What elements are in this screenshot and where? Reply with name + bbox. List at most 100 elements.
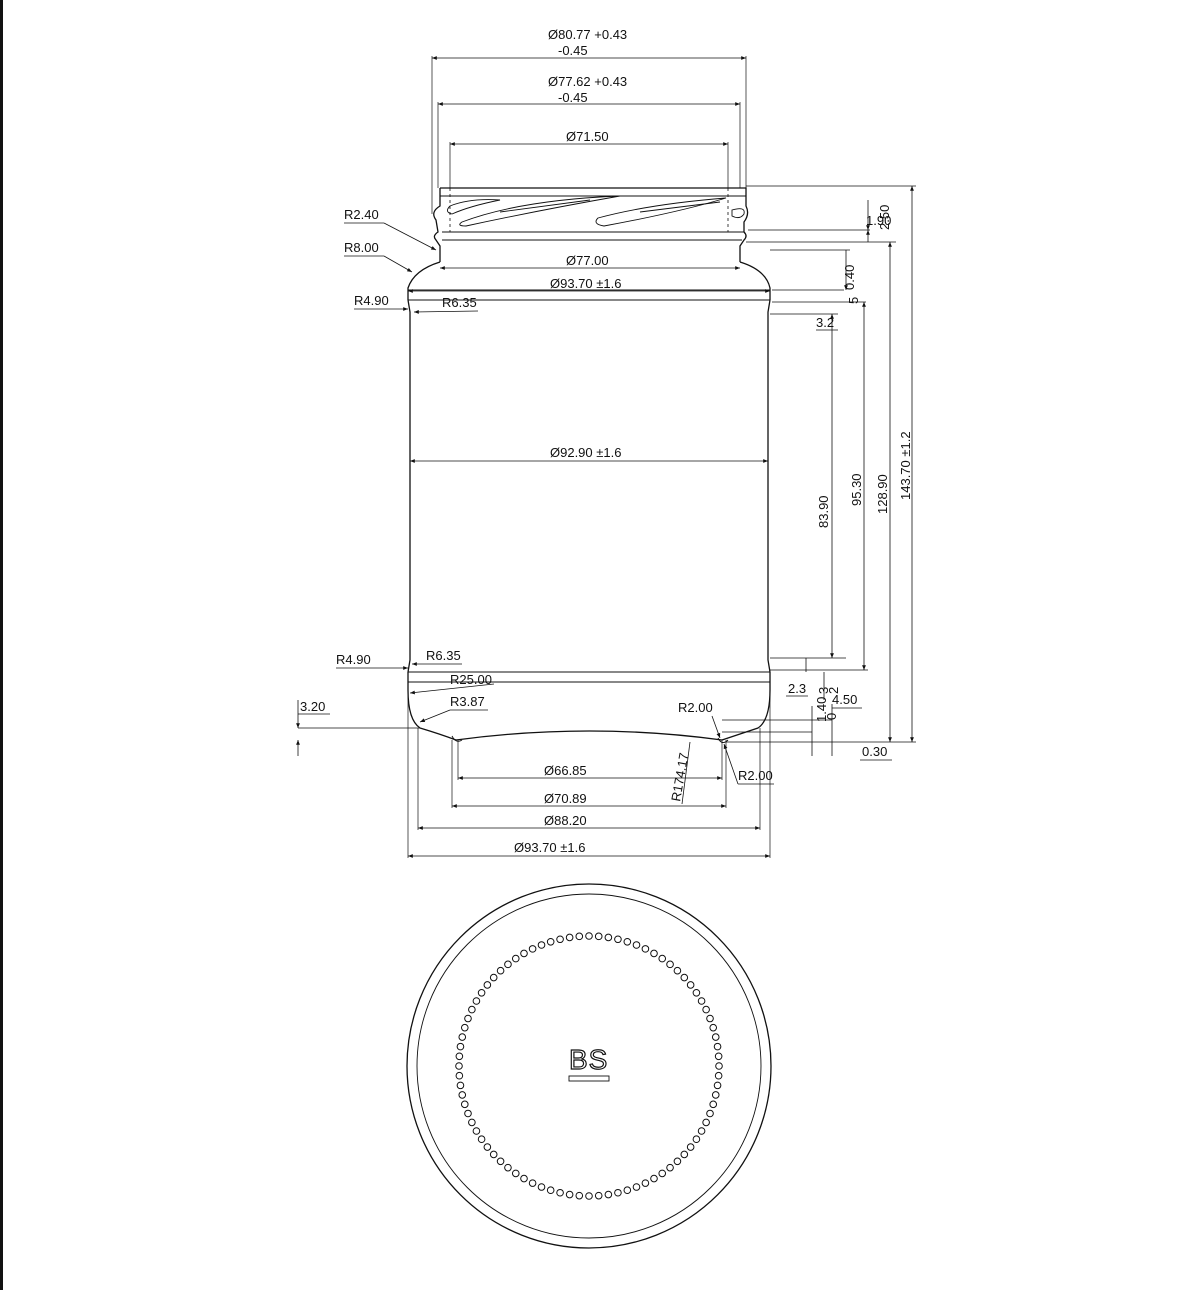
dim-d-neck: Ø77.00 xyxy=(566,253,609,268)
stipple-dot xyxy=(456,1042,465,1051)
radius-heel-outer: R4.90 xyxy=(336,652,371,667)
stipple-dot xyxy=(614,935,622,944)
stipple-dot xyxy=(464,1109,472,1118)
stipple-dot xyxy=(714,1071,723,1080)
dim-h-neck-band-2: 5 xyxy=(846,297,861,304)
stipple-dot xyxy=(666,1163,674,1172)
radius-base-corner: R3.87 xyxy=(450,694,485,709)
stipple-dot xyxy=(455,1071,464,1080)
dim-small-c: 0 xyxy=(824,713,839,720)
thread-lug-right xyxy=(595,197,727,227)
leader-r2500 xyxy=(409,683,495,695)
stipple-dot xyxy=(520,949,528,958)
bs-logo: BS xyxy=(568,1043,610,1082)
stipple-dot xyxy=(604,933,613,942)
stipple-dot xyxy=(666,960,674,969)
stipple-dot xyxy=(460,1100,469,1109)
stipple-dot xyxy=(715,1062,723,1070)
stipple-dot xyxy=(511,1169,520,1178)
stipple-dot xyxy=(632,1183,641,1191)
jar-base-foot-left xyxy=(451,735,463,742)
dim-d-base-contact: Ø88.20 xyxy=(544,813,587,828)
jar-finish-outline xyxy=(433,187,749,262)
stipple-dot xyxy=(623,937,632,946)
page-left-border xyxy=(0,0,3,1290)
stipple-dot xyxy=(472,1127,481,1135)
thread-end-right xyxy=(731,208,745,219)
stipple-dot xyxy=(585,1192,593,1200)
stipple-dot xyxy=(641,1179,650,1187)
jar-body-right xyxy=(767,299,771,673)
thread-lug-right-inner xyxy=(639,201,721,213)
thread-lug-middle-inner xyxy=(499,199,591,213)
stipple-dot xyxy=(483,981,492,989)
jar-neck-left xyxy=(407,261,441,300)
stipple-dot xyxy=(706,1014,714,1023)
dim-h-heel-3: 4.50 xyxy=(832,692,857,707)
stipple-dot xyxy=(697,997,706,1005)
jar-base-foot-right xyxy=(717,737,729,743)
stipple-dot-ring xyxy=(455,932,723,1200)
dim-r-base-dome: R174.17 xyxy=(668,752,691,803)
left-push-up-dimension: 3.20 xyxy=(296,699,420,756)
jar-neck-right xyxy=(739,261,771,300)
bottom-outer-circle xyxy=(406,883,772,1249)
stipple-dot xyxy=(511,954,520,963)
dim-h-to-finish: 128.90 xyxy=(875,474,890,514)
dim-d-base-outer: Ø93.70 ±1.6 xyxy=(514,840,585,855)
stipple-dot xyxy=(702,1118,710,1127)
stipple-dot xyxy=(709,1023,718,1032)
dim-d-body: Ø92.90 ±1.6 xyxy=(550,445,621,460)
leader-r240 xyxy=(383,222,437,251)
jar-side-view xyxy=(407,187,771,743)
dim-h-neck-band-1: 0.40 xyxy=(842,265,857,290)
dim-d-shoulder: Ø93.70 ±1.6 xyxy=(550,276,621,291)
stipple-dot xyxy=(464,1014,472,1023)
stipple-dot xyxy=(702,1005,710,1014)
dim-h-base-1: 0.30 xyxy=(862,744,887,759)
dim-d-outer-thread: Ø80.77 +0.43 xyxy=(548,27,627,42)
stipple-dot xyxy=(483,1143,492,1151)
stipple-dot xyxy=(575,1191,584,1200)
stipple-dot xyxy=(537,1183,546,1191)
top-diameter-dimensions: Ø80.77 +0.43 -0.45 Ø77.62 +0.43 -0.45 Ø7… xyxy=(408,27,770,463)
leader-r200-top xyxy=(711,715,721,739)
stipple-dot xyxy=(477,988,486,997)
stipple-dot xyxy=(520,1174,528,1183)
dim-d-outer-thread-tol: -0.45 xyxy=(558,43,588,58)
stipple-dot xyxy=(614,1188,622,1197)
stipple-dot xyxy=(680,973,689,982)
thread-lug-left xyxy=(447,199,501,215)
radius-base-right: R2.00 xyxy=(738,768,773,783)
stipple-dot xyxy=(585,932,593,940)
logo-mark: BS xyxy=(569,1044,608,1075)
dim-d-base-push: Ø70.89 xyxy=(544,791,587,806)
dim-h-label: 83.90 xyxy=(816,495,831,528)
dim-small-a: 3 xyxy=(816,687,831,694)
stipple-dot xyxy=(686,1143,695,1151)
stipple-dot xyxy=(458,1033,467,1041)
dim-d-root-thread-tol: -0.45 xyxy=(558,90,588,105)
dim-d-base-inner: Ø66.85 xyxy=(544,763,587,778)
stipple-dot xyxy=(686,981,695,989)
stipple-dot xyxy=(460,1023,469,1032)
bottom-inner-circle xyxy=(416,893,762,1239)
leader-r800 xyxy=(383,255,413,273)
radius-neck: R8.00 xyxy=(344,240,379,255)
radius-shoulder-inner: R6.35 xyxy=(442,295,477,310)
stipple-dot xyxy=(594,932,603,941)
stipple-dot xyxy=(455,1052,464,1061)
stipple-dot xyxy=(650,949,658,958)
stipple-dot xyxy=(537,941,546,949)
stipple-dot xyxy=(504,960,512,969)
stipple-dot xyxy=(713,1042,722,1051)
leader-r174 xyxy=(681,741,691,805)
stipple-dot xyxy=(556,935,564,944)
stipple-dot xyxy=(472,997,481,1005)
dim-h-label-gap: 3.2 xyxy=(816,315,834,330)
stipple-dot xyxy=(455,1062,463,1070)
stipple-dot xyxy=(504,1163,512,1172)
stipple-dot xyxy=(468,1118,476,1127)
dim-h-heel-2: 1.40 xyxy=(814,697,829,722)
